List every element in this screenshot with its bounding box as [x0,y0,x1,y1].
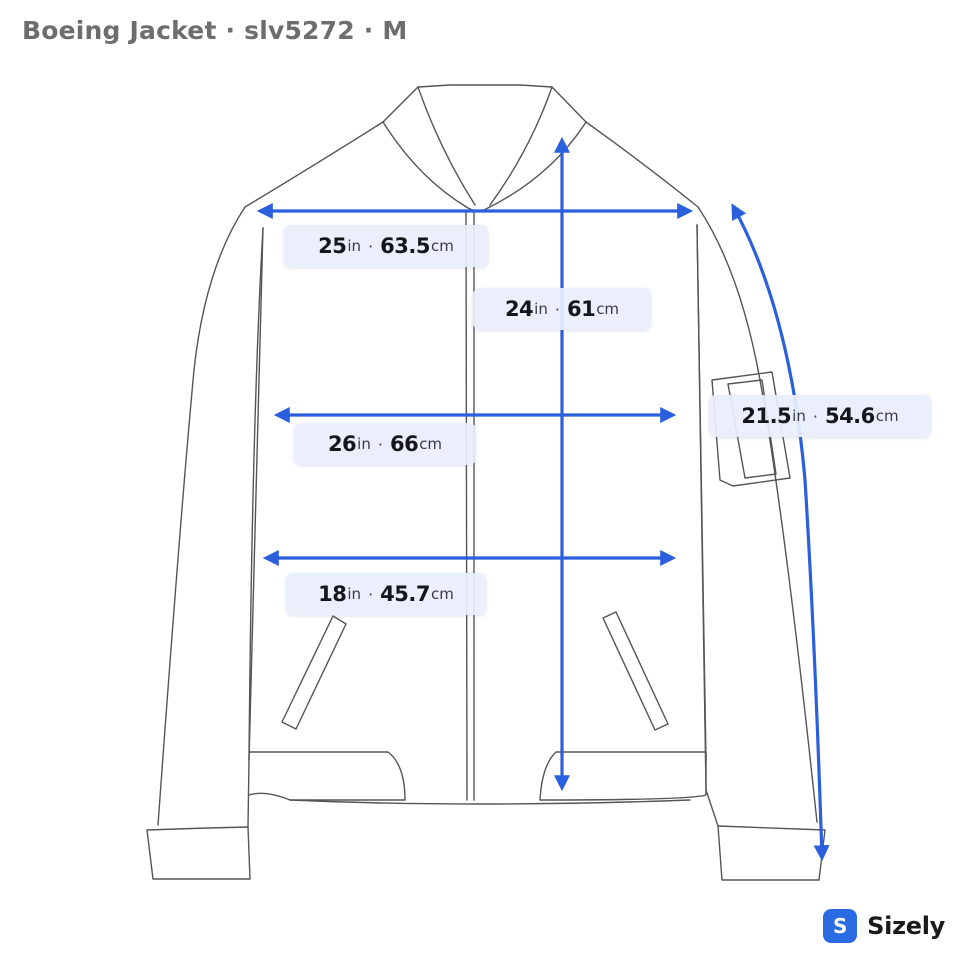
sleeve-cm-value: 54.6 [824,404,875,428]
sleeve-separator: · [812,406,818,426]
waist-in-unit: in [357,435,371,453]
length-in-value: 24 [504,297,534,321]
waist-cm-unit: cm [419,435,443,453]
waist-cm-value: 66 [389,432,419,456]
hem-bottom [289,799,691,805]
hem-band-right [539,751,707,801]
jacket-outline [146,84,826,881]
sleeve-in-unit: in [792,407,806,425]
pocket-left [281,615,347,730]
shoulder-right [585,121,699,208]
sleeve-cm-unit: cm [875,407,899,425]
zipper-line [465,211,468,801]
hem-band-left [248,751,406,801]
chest-cm-value: 63.5 [380,234,430,258]
cuff-left [146,826,251,880]
pocket-right [602,611,669,731]
hem-in-value: 18 [318,582,347,606]
collar-inner-right [489,86,553,206]
collar-inner [417,86,476,206]
brand-logo: S Sizely [823,909,945,943]
length-separator: · [554,299,560,319]
hem-separator: · [368,584,374,604]
body-right-side [696,224,707,761]
page-title: Boeing Jacket · slv5272 · M [22,16,408,45]
waist-separator: · [377,434,383,454]
brand-name: Sizely [867,912,945,940]
chest-cm-unit: cm [430,237,454,255]
length-in-unit: in [534,300,548,318]
sleeve-right-inner [696,224,719,827]
sleeve-in-value: 21.5 [741,404,792,428]
waist-in-value: 26 [327,432,357,456]
length-cm-unit: cm [596,300,620,318]
chest-in-value: 25 [318,234,347,258]
collar-back [382,84,587,123]
chest-separator: · [368,236,374,256]
measurement-arrows [256,136,830,862]
cuff-right [717,825,826,881]
brand-badge-icon: S [823,909,858,943]
sleeve-left-inner [247,227,264,828]
shoulder-left [244,121,384,208]
length-cm-value: 61 [566,297,596,321]
body-left-side [248,227,264,761]
collar-front [382,121,587,212]
hem-in-unit: in [347,585,362,603]
sleeve-right-outer [697,206,818,823]
hem-cm-value: 45.7 [380,582,430,606]
hem-cm-unit: cm [430,585,454,603]
chest-in-unit: in [347,237,362,255]
sleeve-arrow [731,203,830,862]
sleeve-left-outer [157,206,246,826]
